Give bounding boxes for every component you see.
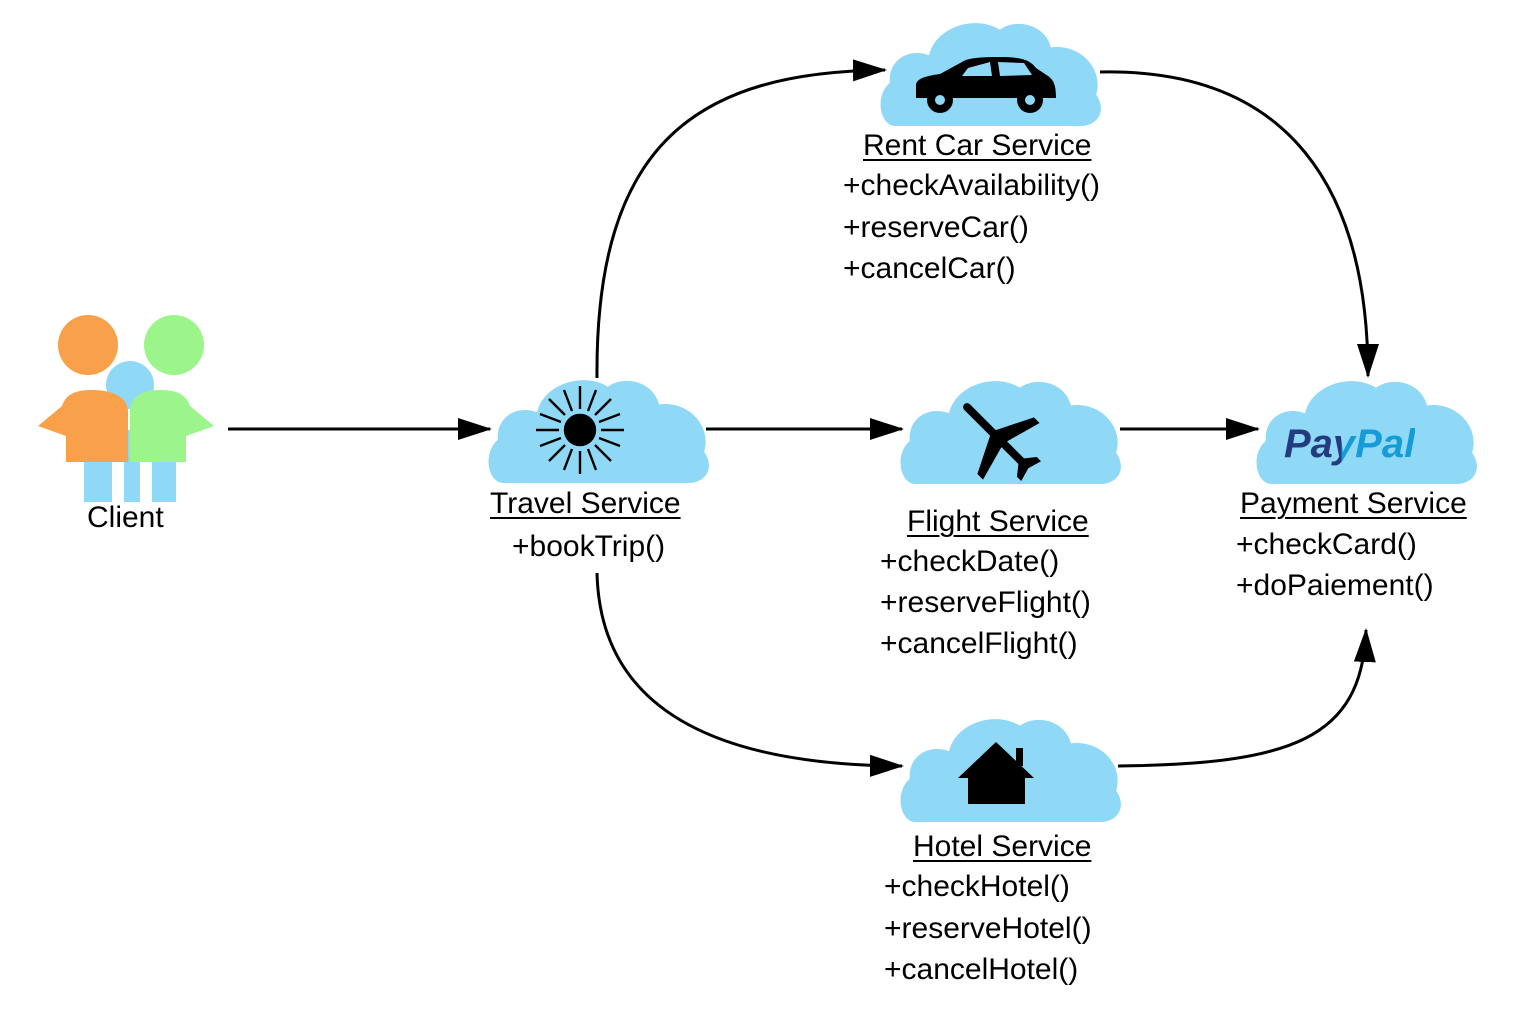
rentcar-cloud	[880, 23, 1101, 127]
hotel-method: +cancelHotel()	[884, 953, 1079, 986]
edge-travel-hotel	[595, 572, 904, 777]
flight-method: +checkDate()	[880, 545, 1060, 578]
edge-rentcar-payment	[1099, 70, 1379, 378]
client-label: Client	[87, 501, 164, 534]
plane-icon	[963, 403, 1042, 482]
edges	[228, 59, 1379, 777]
hotel-method: +checkHotel()	[884, 870, 1070, 903]
hotel-method: +reserveHotel()	[884, 912, 1092, 945]
travel-service-title: Travel Service	[490, 487, 681, 520]
client-icon	[38, 315, 214, 502]
flight-service-title: Flight Service	[907, 505, 1089, 538]
rentcar-service-title: Rent Car Service	[863, 129, 1092, 162]
payment-method: +checkCard()	[1236, 528, 1417, 561]
house-icon	[958, 742, 1034, 804]
rentcar-method: +reserveCar()	[843, 211, 1029, 244]
payment-service-title: Payment Service	[1240, 487, 1467, 520]
sun-icon	[536, 386, 624, 474]
edge-travel-rentcar	[595, 59, 887, 379]
flight-method: +cancelFlight()	[880, 627, 1078, 660]
edge-hotel-payment	[1117, 628, 1376, 768]
travel-cloud	[488, 380, 709, 484]
paypal-logo-text: PayPal	[1284, 422, 1416, 466]
flight-method: +reserveFlight()	[880, 586, 1091, 619]
travel-method: +bookTrip()	[512, 530, 666, 563]
paypal-logo: PayPal	[1284, 424, 1415, 464]
flight-cloud	[900, 381, 1121, 485]
rentcar-method: +cancelCar()	[843, 252, 1016, 285]
rentcar-method: +checkAvailability()	[843, 169, 1101, 202]
payment-method: +doPaiement()	[1236, 569, 1434, 602]
hotel-cloud	[900, 719, 1121, 823]
car-icon	[916, 57, 1056, 113]
hotel-service-title: Hotel Service	[913, 830, 1092, 863]
